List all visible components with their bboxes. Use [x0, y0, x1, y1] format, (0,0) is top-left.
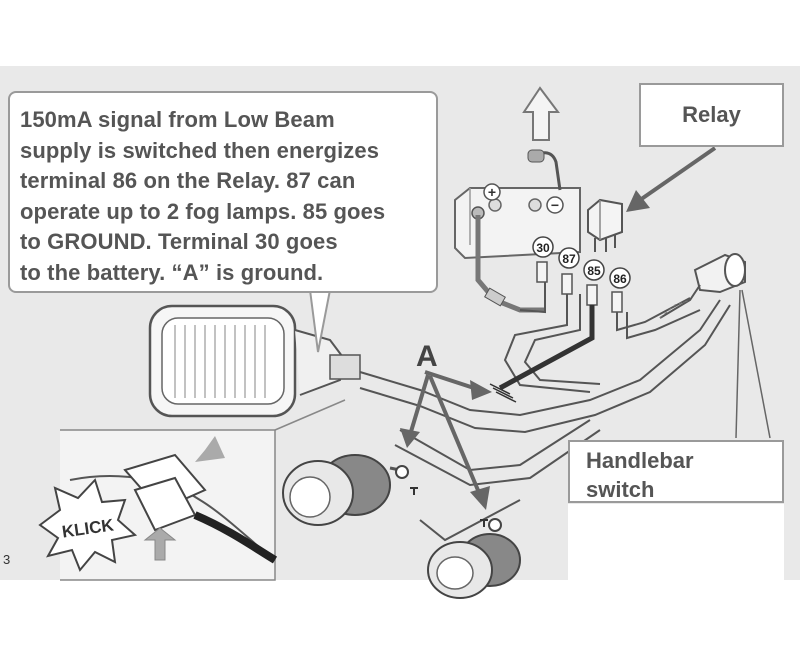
headlight-housing: [148, 304, 361, 418]
terminal-86-label: 86: [613, 272, 627, 286]
headlight-plug: [527, 149, 545, 163]
explanation-callout: 150mA signal from Low Beam supply is swi…: [8, 91, 438, 293]
terminal-85-label: 85: [587, 264, 601, 278]
note-line: to the battery. “A” is ground.: [20, 259, 324, 285]
switch-label-line2: switch: [586, 477, 655, 502]
battery-plus-label: +: [488, 184, 496, 200]
relay-pointer: [638, 146, 717, 202]
note-line: 150mA signal from Low Beam: [20, 107, 335, 132]
blank-area: [568, 504, 784, 580]
ground-terminals: [395, 465, 502, 532]
note-line: terminal 86 on the Relay. 87 can: [20, 168, 356, 193]
note-line: operate up to 2 fog lamps. 85 goes: [20, 198, 386, 224]
fog-lamp-2: [427, 533, 521, 599]
connector-inset: KLICK: [38, 399, 346, 581]
ground-cable: [498, 305, 595, 391]
ground-symbol-icon: [489, 383, 517, 403]
terminal-87-label: 87: [562, 252, 576, 266]
ground-label: A: [416, 340, 438, 373]
note-line: supply is switched then energizes: [20, 137, 380, 163]
page-number: 3: [3, 552, 11, 567]
up-arrow-icon: [522, 86, 560, 141]
switch-pointer: [735, 289, 771, 439]
relay: [587, 198, 623, 252]
note-line: to GROUND. Terminal 30 goes: [20, 229, 338, 254]
handlebar-switch-callout: Handlebar switch: [568, 440, 784, 503]
klick-burst-icon: [38, 478, 138, 572]
wiring-harness: [359, 294, 731, 542]
note-pointer: [309, 289, 331, 353]
switch-label-line1: Handlebar: [586, 448, 694, 473]
relay-callout: Relay: [639, 83, 784, 147]
ground-arrowheads: [400, 380, 492, 510]
fog-lamp-1: [282, 454, 401, 526]
battery: + −: [454, 183, 581, 260]
terminal-badges: 30 87 85 86: [532, 236, 631, 289]
battery-minus-label: −: [551, 197, 559, 213]
fuse: [484, 287, 506, 307]
relay-pointer-arrowhead: [626, 190, 650, 212]
handlebar-switch: [659, 253, 746, 319]
terminal-30-label: 30: [536, 241, 550, 255]
